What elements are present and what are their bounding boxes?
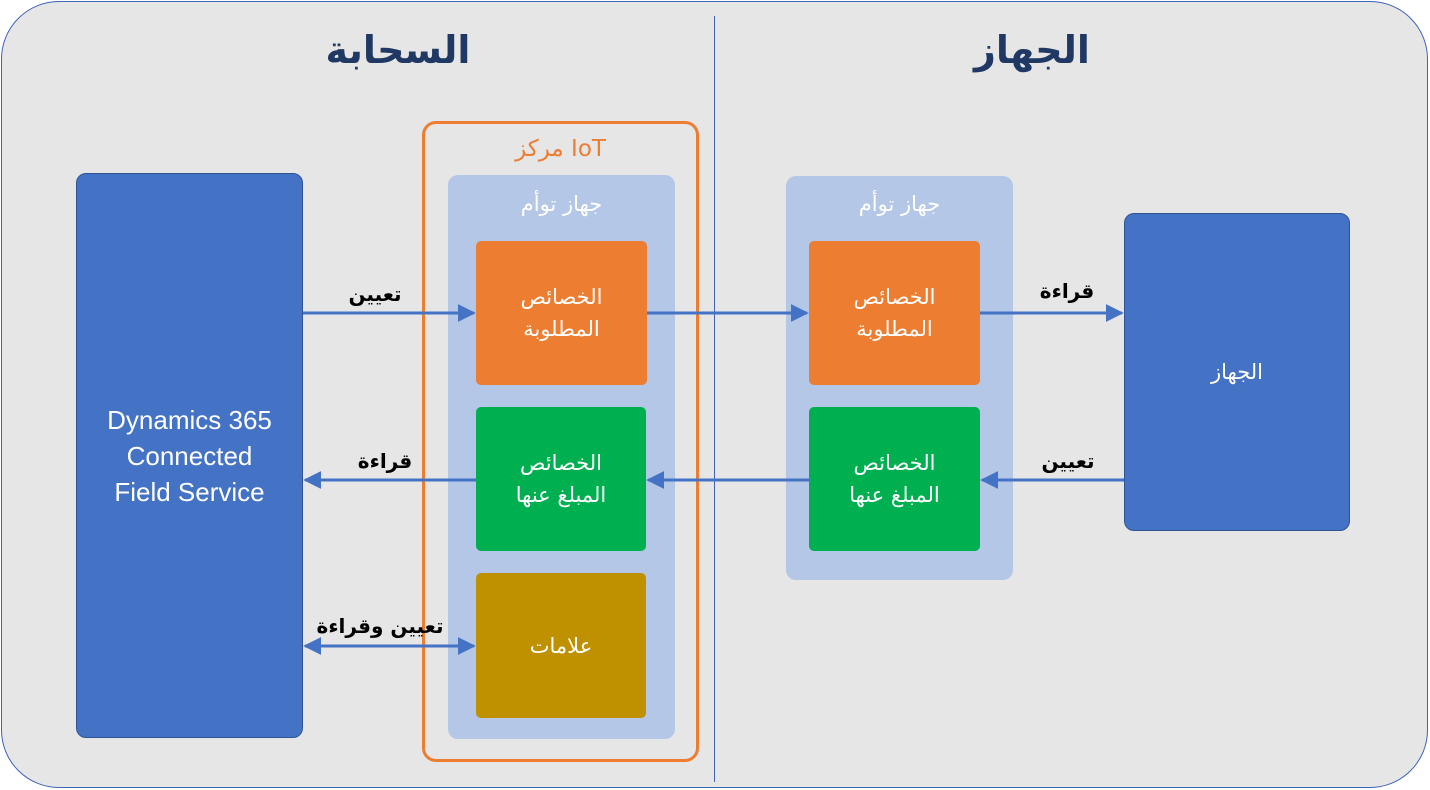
- arrow-label-cfs-to-desired: تعيين: [348, 282, 402, 306]
- cloud-reported-properties: الخصائص المبلغ عنها: [476, 407, 646, 551]
- iot-hub-label: مركز IoT: [515, 136, 606, 162]
- cloud-section-title: السحابة: [325, 28, 471, 72]
- cloud-desired-properties: الخصائص المطلوبة: [476, 241, 647, 385]
- device-desired-properties: الخصائص المطلوبة: [809, 241, 980, 385]
- cloud-twin-label: جهاز توأم: [520, 192, 603, 216]
- arrow-label-reported-to-cfs: قراءة: [357, 449, 413, 473]
- cloud-tags-label: علامات: [529, 633, 593, 658]
- cloud-tags: علامات: [476, 573, 646, 718]
- cfs-box: Dynamics 365 Connected Field Service: [76, 173, 303, 738]
- arrow-label-device-to-reported: تعيين: [1041, 449, 1095, 473]
- cloud-desired-label: الخصائص المطلوبة: [520, 285, 603, 341]
- device-box: الجهاز: [1124, 213, 1350, 531]
- device-reported-properties: الخصائص المبلغ عنها: [809, 407, 980, 551]
- iot-hub-frame: [422, 121, 699, 762]
- arrow-label-desired-to-device: قراءة: [1039, 279, 1095, 303]
- cloud-device-divider: [714, 16, 715, 782]
- cfs-label: Dynamics 365 Connected Field Service: [107, 404, 272, 507]
- device-section-title: الجهاز: [974, 28, 1090, 72]
- cloud-reported-label: الخصائص المبلغ عنها: [515, 451, 607, 507]
- device-reported-label: الخصائص المبلغ عنها: [849, 451, 940, 507]
- arrow-label-cfs-tags: تعيين وقراءة: [316, 614, 444, 638]
- device-desired-label: الخصائص المطلوبة: [853, 285, 936, 341]
- device-twin-label: جهاز توأم: [858, 192, 941, 216]
- device-label: الجهاز: [1210, 360, 1263, 384]
